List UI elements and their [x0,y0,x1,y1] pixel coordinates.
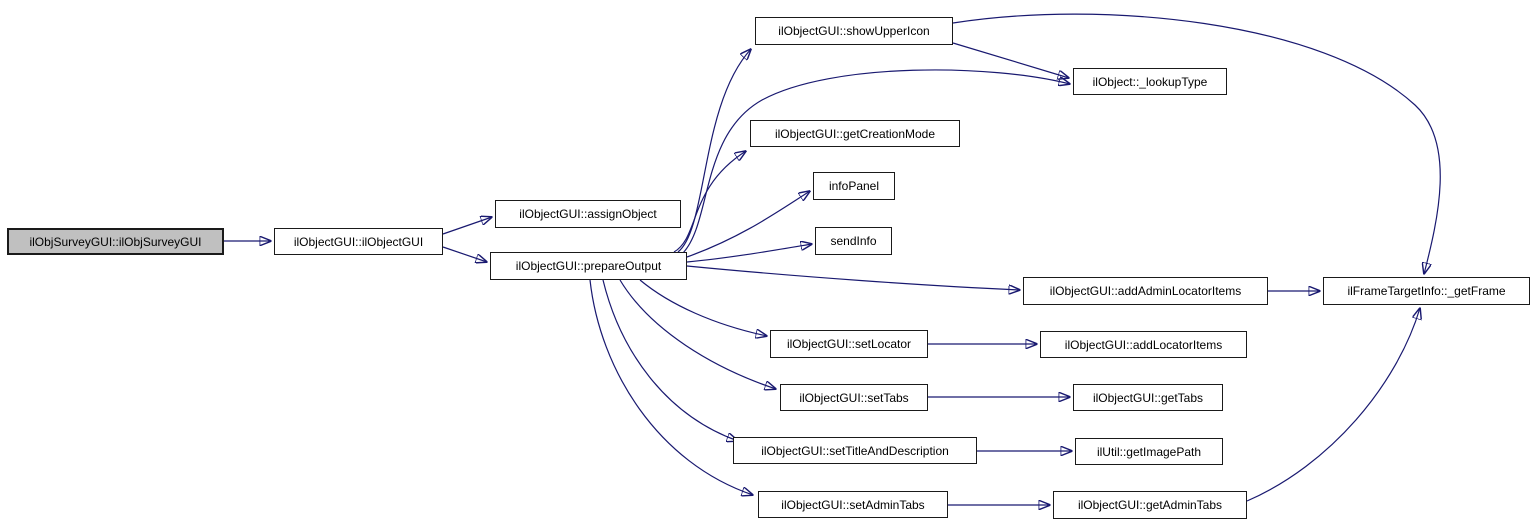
node-get-admin-tabs[interactable]: ilObjectGUI::getAdminTabs [1053,491,1247,519]
node-send-info[interactable]: sendInfo [815,227,892,255]
node-prepare-output[interactable]: ilObjectGUI::prepareOutput [490,252,687,280]
edge-prepare-output-set-locator [639,279,767,336]
node-show-upper-icon[interactable]: ilObjectGUI::showUpperIcon [755,17,953,45]
edge-show-upper-icon-get-frame [952,13,1441,274]
edge-ilobjectgui-prepare-output [442,246,487,262]
edge-prepare-output-info-panel [686,191,810,258]
node-assign-object[interactable]: ilObjectGUI::assignObject [495,200,681,228]
node-get-frame[interactable]: ilFrameTargetInfo::_getFrame [1323,277,1530,305]
node-get-creation-mode[interactable]: ilObjectGUI::getCreationMode [750,120,960,147]
edge-get-admin-tabs-get-frame [1246,308,1420,502]
node-get-tabs[interactable]: ilObjectGUI::getTabs [1073,384,1223,411]
edge-prepare-output-show-upper-icon [677,49,751,253]
node-set-tabs[interactable]: ilObjectGUI::setTabs [780,384,928,411]
edge-prepare-output-add-admin-locator-items [686,265,1020,290]
edge-group [224,13,1441,505]
edge-prepare-output-lookup-type [682,69,1070,254]
node-main: ilObjSurveyGUI::ilObjSurveyGUI [7,228,224,255]
edge-prepare-output-get-creation-mode [673,151,746,253]
node-set-title-and-description[interactable]: ilObjectGUI::setTitleAndDescription [733,437,977,464]
node-lookup-type[interactable]: ilObject::_lookupType [1073,68,1227,95]
edge-ilobjectgui-assign-object [442,217,492,235]
node-get-image-path[interactable]: ilUtil::getImagePath [1075,438,1223,465]
edge-prepare-output-send-info [686,244,812,263]
edge-prepare-output-set-tabs [619,279,776,389]
node-info-panel[interactable]: infoPanel [813,172,895,200]
node-add-admin-locator-items[interactable]: ilObjectGUI::addAdminLocatorItems [1023,277,1268,305]
edge-prepare-output-set-title-and-description [602,279,738,441]
node-ilobjectgui[interactable]: ilObjectGUI::ilObjectGUI [274,228,443,255]
edge-show-upper-icon-lookup-type [952,42,1069,78]
edge-prepare-output-set-admin-tabs [589,279,753,495]
node-set-admin-tabs[interactable]: ilObjectGUI::setAdminTabs [758,491,948,518]
node-add-locator-items[interactable]: ilObjectGUI::addLocatorItems [1040,331,1247,358]
node-set-locator[interactable]: ilObjectGUI::setLocator [770,330,928,358]
